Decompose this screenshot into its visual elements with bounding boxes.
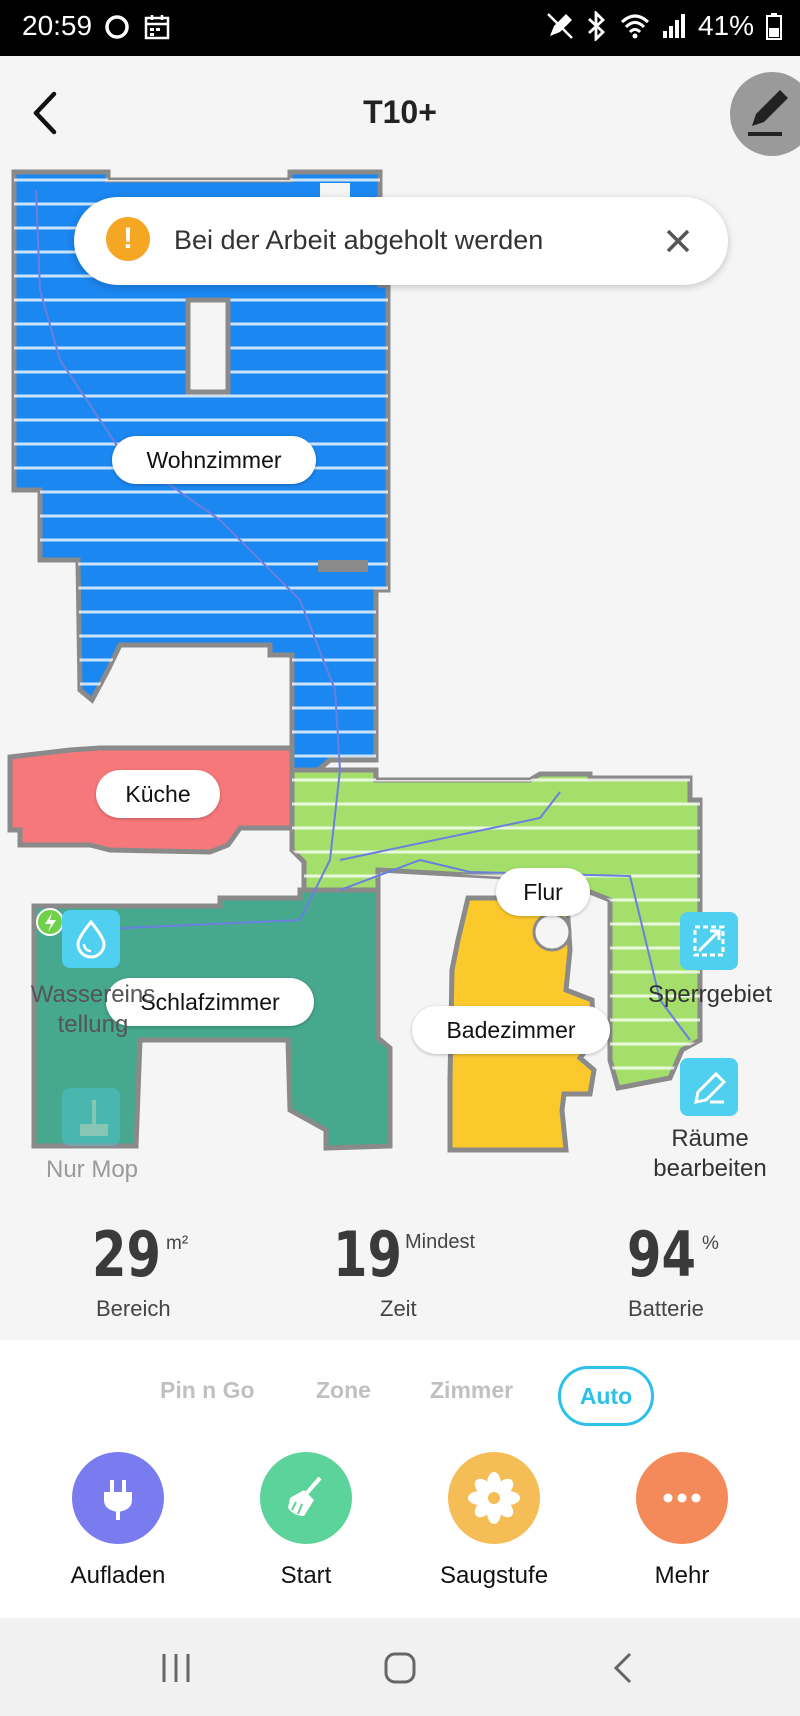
area-label: Bereich	[96, 1296, 171, 1321]
mop-only-label: Nur Mop	[45, 1156, 139, 1183]
page-title: T10+	[363, 94, 437, 130]
recent-apps-icon[interactable]	[156, 1648, 196, 1688]
nav-back-icon[interactable]	[604, 1648, 644, 1688]
battery-label: Batterie	[628, 1296, 704, 1321]
notification-toast: ! Bei der Arbeit abgeholt werden	[74, 197, 728, 285]
fan-icon	[468, 1472, 520, 1524]
battery-percent: 41%	[697, 10, 754, 41]
water-drop-icon	[76, 919, 106, 959]
room-label-badezimmer[interactable]: Badezimmer	[412, 1006, 610, 1054]
start-label: Start	[280, 1562, 332, 1589]
no-go-zone-icon	[693, 925, 725, 957]
mode-pin-n-go[interactable]: Pin n Go	[160, 1377, 255, 1403]
mop-icon	[80, 1100, 108, 1136]
pencil-icon	[748, 90, 788, 136]
room-label-flur[interactable]: Flur	[496, 868, 590, 916]
calendar-icon	[144, 15, 170, 40]
more-label: Mehr	[654, 1562, 710, 1589]
more-icon	[663, 1493, 701, 1503]
mop-only-button[interactable]	[62, 1088, 120, 1146]
area-value: 29	[92, 1218, 162, 1291]
start-button[interactable]	[260, 1452, 352, 1544]
suction-level-button[interactable]	[448, 1452, 540, 1544]
time-value: 19	[333, 1218, 403, 1291]
no-go-zone-label: Sperrgebiet	[647, 981, 773, 1008]
no-go-zone-button[interactable]	[680, 912, 738, 970]
signal-icon	[662, 14, 685, 38]
cleaning-map[interactable]	[0, 160, 800, 1200]
toast-message: Bei der Arbeit abgeholt werden	[174, 225, 544, 255]
more-button[interactable]	[636, 1452, 728, 1544]
suction-level-label: Saugstufe	[439, 1562, 549, 1589]
area-unit: m²	[166, 1233, 189, 1254]
stats-panel: 29 m² Bereich 19 Mindest Zeit 94 % Batte…	[0, 1205, 800, 1340]
edit-map-button[interactable]	[730, 72, 800, 156]
status-time: 20:59	[22, 10, 93, 41]
water-setting-label: Wassereins tellung	[30, 981, 156, 1038]
close-icon[interactable]	[656, 219, 700, 263]
edit-rooms-button[interactable]	[680, 1058, 738, 1116]
mode-zone[interactable]: Zone	[316, 1377, 371, 1403]
robot-path	[35, 189, 342, 931]
time-label: Zeit	[380, 1296, 417, 1321]
edit-rooms-label: Räume bearbeiten	[653, 1125, 767, 1182]
control-panel: Pin n Go Zone Zimmer Auto Aufladen Start…	[0, 1340, 800, 1618]
system-nav-bar	[0, 1618, 800, 1716]
map-canvas	[7, 169, 703, 1153]
room-label-kueche[interactable]: Küche	[96, 770, 220, 818]
plug-icon	[104, 1480, 132, 1520]
edit-rooms-icon	[694, 1071, 727, 1104]
battery-icon	[766, 13, 782, 40]
battery-value: 94	[627, 1218, 697, 1291]
room-label-wohnzimmer[interactable]: Wohnzimmer	[112, 436, 316, 484]
mode-zimmer[interactable]: Zimmer	[430, 1377, 514, 1403]
time-unit: Mindest	[405, 1231, 476, 1253]
battery-unit: %	[702, 1233, 719, 1254]
broom-icon	[288, 1476, 322, 1516]
back-arrow-icon[interactable]	[24, 86, 68, 140]
circle-notification-icon	[105, 15, 129, 39]
water-setting-button[interactable]	[62, 910, 120, 968]
warning-icon: !	[106, 217, 150, 261]
room-label-schlafzimmer[interactable]: Schlafzimmer	[106, 978, 314, 1026]
charge-button[interactable]	[72, 1452, 164, 1544]
status-bar: 20:59 41%	[0, 0, 800, 56]
bluetooth-icon	[588, 11, 605, 41]
pen-mute-icon	[547, 13, 573, 39]
app-bar: T10+	[0, 56, 800, 170]
mode-auto[interactable]: Auto	[558, 1366, 654, 1426]
charge-label: Aufladen	[70, 1562, 166, 1589]
home-icon[interactable]	[380, 1648, 420, 1688]
wifi-icon	[620, 14, 649, 39]
